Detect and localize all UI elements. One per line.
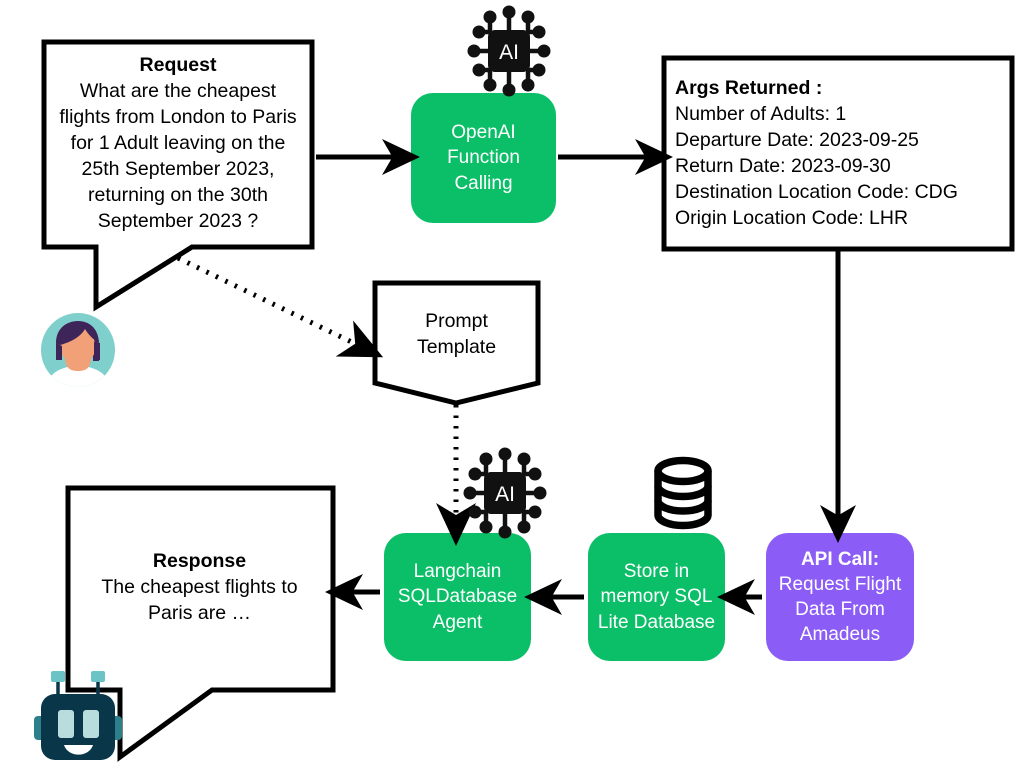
request-heading: Request [139, 54, 217, 77]
openai-line-3: Calling [454, 172, 513, 194]
ai-chip-label: AI [495, 483, 515, 506]
langchain-node-shape[interactable] [384, 533, 531, 661]
args-returned-heading: Args Returned : [675, 77, 823, 100]
api-call-line-1: Request Flight [778, 573, 902, 595]
args-returned-text: Args Returned : Number of Adults: 1 Depa… [675, 70, 1005, 238]
request-callout-text: Request What are the cheapest flights fr… [46, 46, 310, 242]
openai-line-1: OpenAI [451, 122, 516, 144]
response-heading: Response [152, 550, 247, 573]
database-icon [654, 456, 712, 530]
api-call-heading: API Call: [800, 548, 880, 570]
openai-line-2: Function [447, 147, 520, 169]
store-db-line-2: memory SQL [600, 586, 713, 608]
store-db-line-1: Store in [623, 561, 690, 583]
openai-function-calling-node[interactable]: OpenAI Function Calling [411, 93, 556, 223]
prompt-template-node[interactable]: Prompt Template [375, 308, 538, 361]
request-line-1: What are the cheapest [79, 80, 277, 103]
ai-chip-label: AI [499, 41, 519, 64]
response-line-2: Paris are … [148, 601, 251, 624]
response-callout-text: Response The cheapest flights to Paris a… [72, 545, 327, 631]
store-db-node-shape[interactable] [588, 533, 725, 661]
response-line-1: The cheapest flights to [101, 576, 298, 599]
store-db-node[interactable]: Store in memory SQL Lite Database [588, 533, 725, 661]
prompt-template-shape [372, 280, 541, 406]
args-row-departure-date: Departure Date: 2023-09-25 [675, 129, 919, 152]
bot-avatar-icon [34, 671, 122, 760]
request-line-2: flights from London to Paris [59, 106, 297, 129]
ai-chip-icon: AI [467, 5, 551, 97]
api-call-node[interactable]: API Call: Request Flight Data From Amade… [766, 533, 914, 661]
request-line-4: 25th September 2023, [81, 157, 275, 180]
langchain-line-3: Agent [432, 611, 483, 633]
prompt-template-line-1: Prompt [425, 310, 488, 332]
request-bubble-shape [41, 39, 315, 312]
args-returned-box-shape [661, 55, 1015, 252]
langchain-line-2: SQLDatabase [397, 586, 518, 608]
api-call-line-2: Data From [795, 599, 885, 620]
connector-request-to-prompt-template [176, 255, 384, 358]
api-call-line-3: Amadeus [799, 624, 881, 646]
args-row-adults: Number of Adults: 1 [675, 103, 847, 126]
langchain-line-1: Langchain [413, 561, 502, 583]
user-avatar-icon [41, 313, 115, 387]
api-call-node-shape[interactable] [766, 533, 914, 661]
prompt-template-line-2: Template [416, 336, 497, 359]
args-row-destination-code: Destination Location Code: CDG [675, 180, 958, 203]
request-line-5: returning on the 30th [88, 183, 268, 206]
store-db-line-3: Lite Database [597, 611, 716, 633]
openai-node-shape[interactable] [411, 93, 556, 223]
args-row-return-date: Return Date: 2023-09-30 [675, 155, 891, 177]
langchain-agent-node[interactable]: Langchain SQLDatabase Agent [384, 533, 531, 661]
request-line-6: September 2023 ? [97, 209, 259, 232]
request-line-3: for 1 Adult leaving on the [70, 132, 286, 155]
args-row-origin-code: Origin Location Code: LHR [675, 206, 909, 229]
ai-chip-icon: AI [463, 447, 547, 539]
response-bubble-shape [65, 485, 336, 762]
